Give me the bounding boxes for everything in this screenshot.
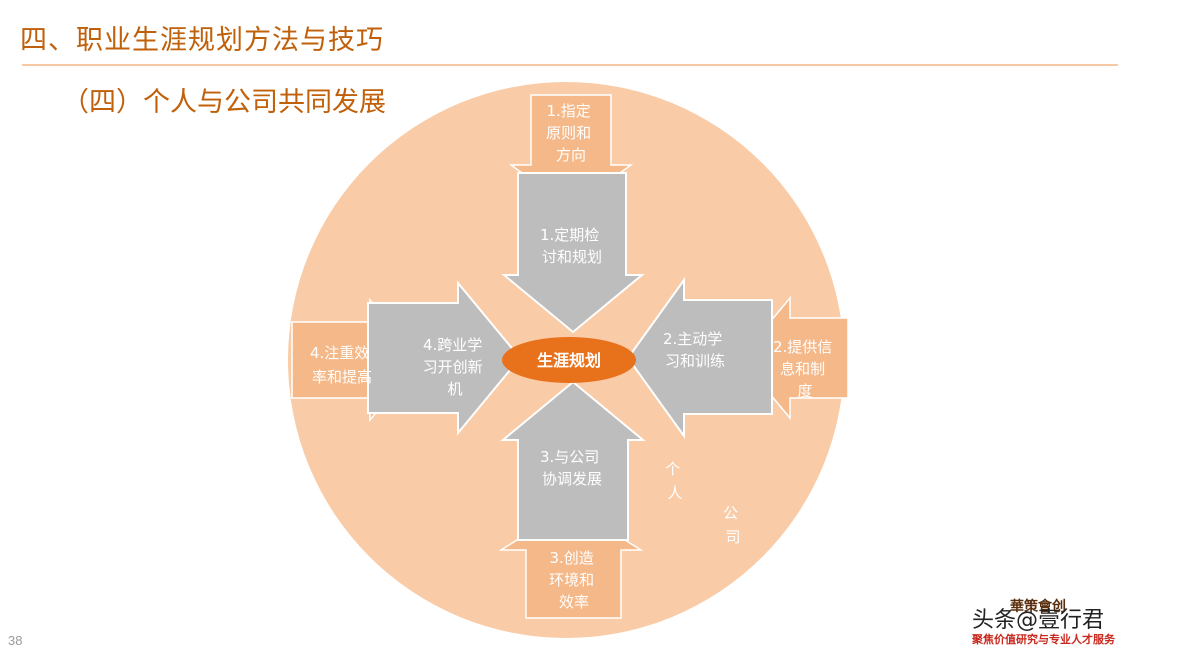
outer-right-label: 2.提供信 息和制 度	[773, 338, 837, 400]
individual-ring-label: 个 人	[665, 460, 685, 502]
inner-right-label: 2.主动学 习和训练	[663, 330, 727, 370]
center-ellipse	[502, 337, 636, 383]
center-label: 生涯规划	[537, 351, 601, 370]
company-ring-label: 公 司	[723, 504, 743, 546]
slide-title: 四、职业生涯规划方法与技巧	[20, 25, 384, 56]
inner-arrow-left	[367, 280, 522, 436]
outer-bottom-label: 3.创造 环境和 效率	[549, 549, 599, 611]
watermark-tagline: 聚焦价值研究与专业人才服务	[972, 633, 1115, 646]
inner-top-label: 1.定期检 讨和规划	[540, 226, 604, 266]
slide-subtitle: （四）个人与公司共同发展	[62, 87, 386, 118]
watermark-brand: 華策會创	[1010, 599, 1066, 615]
watermark-source: 头条@壹行君	[972, 608, 1105, 633]
page-number: 38	[8, 633, 23, 648]
outer-left-label: 4.注重效 率和提高	[310, 344, 374, 386]
inner-bottom-label: 3.与公司 协调发展	[540, 448, 604, 488]
inner-arrow-bottom	[500, 380, 646, 541]
inner-arrow-right	[626, 276, 773, 440]
inner-arrow-top	[501, 172, 645, 334]
inner-left-label: 4.跨业学 习开创新 机	[423, 336, 488, 398]
outer-top-label: 1.指定 原则和 方向	[546, 102, 596, 164]
title-divider	[22, 64, 1118, 66]
